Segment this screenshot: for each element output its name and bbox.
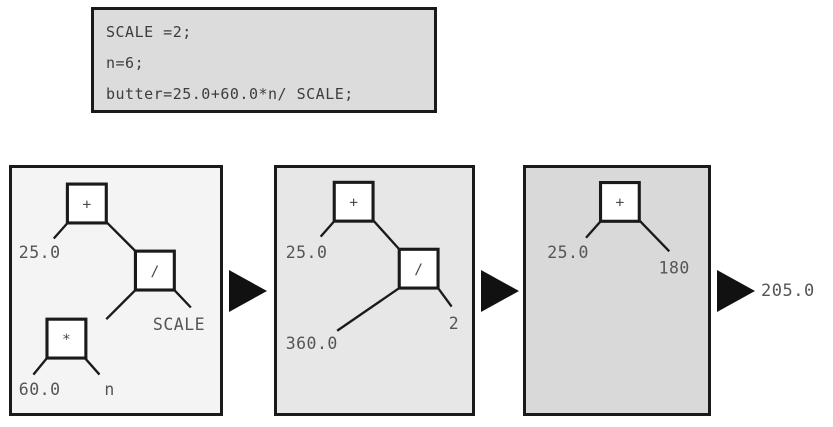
panel-expression-tree-step-2: + / 25.0 360.0 2 (274, 165, 475, 416)
edge-times-to-n (84, 357, 101, 376)
leaf-label-25: 25.0 (547, 243, 589, 262)
edge-plus-to-25 (52, 221, 70, 240)
evaluation-arrow-1 (229, 270, 269, 312)
edge-div-to-2 (437, 287, 453, 308)
leaf-label-360: 360.0 (286, 334, 338, 353)
node-plus-label: + (616, 195, 625, 211)
triangle-right-icon (717, 270, 755, 312)
node-plus-box (65, 182, 108, 225)
node-times-label: * (62, 331, 71, 348)
tree-graphic-step-2: + / 25.0 360.0 2 (286, 180, 459, 353)
leaf-label-60: 60.0 (19, 380, 61, 399)
edge-div-to-times (105, 289, 137, 320)
leaf-label-25: 25.0 (286, 243, 328, 262)
node-plus-box (332, 180, 375, 223)
edge-plus-to-div (372, 219, 401, 251)
edge-plus-to-25 (585, 219, 603, 239)
triangle-right-icon (481, 270, 519, 312)
edge-plus-to-25 (319, 219, 337, 238)
leaf-label-180: 180 (659, 259, 690, 278)
node-times-box (45, 317, 88, 360)
code-line-1: SCALE =2; (106, 23, 192, 41)
leaf-label-scale: SCALE (153, 315, 205, 334)
tree-graphic-step-3: + 25.0 180 (547, 181, 690, 278)
code-line-3: butter=25.0+60.0*n/ SCALE; (106, 85, 354, 103)
panel-expression-tree-step-3: + 25.0 180 (523, 165, 711, 416)
source-code-box: SCALE =2; n=6; butter=25.0+60.0*n/ SCALE… (91, 7, 437, 113)
code-line-2: n=6; (106, 54, 145, 72)
panel-expression-tree-initial: + / * 25.0 SCALE 60.0 n (9, 165, 223, 416)
evaluation-arrow-2 (481, 270, 521, 312)
leaf-label-2: 2 (449, 314, 459, 333)
final-result-value: 205.0 (761, 281, 815, 301)
evaluation-arrow-3 (717, 270, 757, 312)
edge-times-to-60 (32, 357, 48, 376)
node-plus-label: + (82, 196, 91, 213)
edge-div-to-scale (173, 289, 192, 309)
leaf-label-25: 25.0 (19, 243, 61, 262)
node-plus-label: + (349, 194, 358, 211)
node-divide-box (397, 247, 440, 290)
node-plus-box (598, 181, 641, 223)
node-divide-label: / (150, 263, 159, 280)
node-divide-box (133, 249, 176, 292)
edge-plus-to-180 (638, 219, 671, 253)
edge-plus-to-div (105, 221, 137, 252)
edge-div-to-360 (336, 287, 400, 332)
triangle-right-icon (229, 270, 267, 312)
node-divide-label: / (414, 261, 423, 278)
tree-graphic-initial: + / * 25.0 SCALE 60.0 n (19, 182, 205, 399)
leaf-label-n: n (104, 380, 114, 399)
